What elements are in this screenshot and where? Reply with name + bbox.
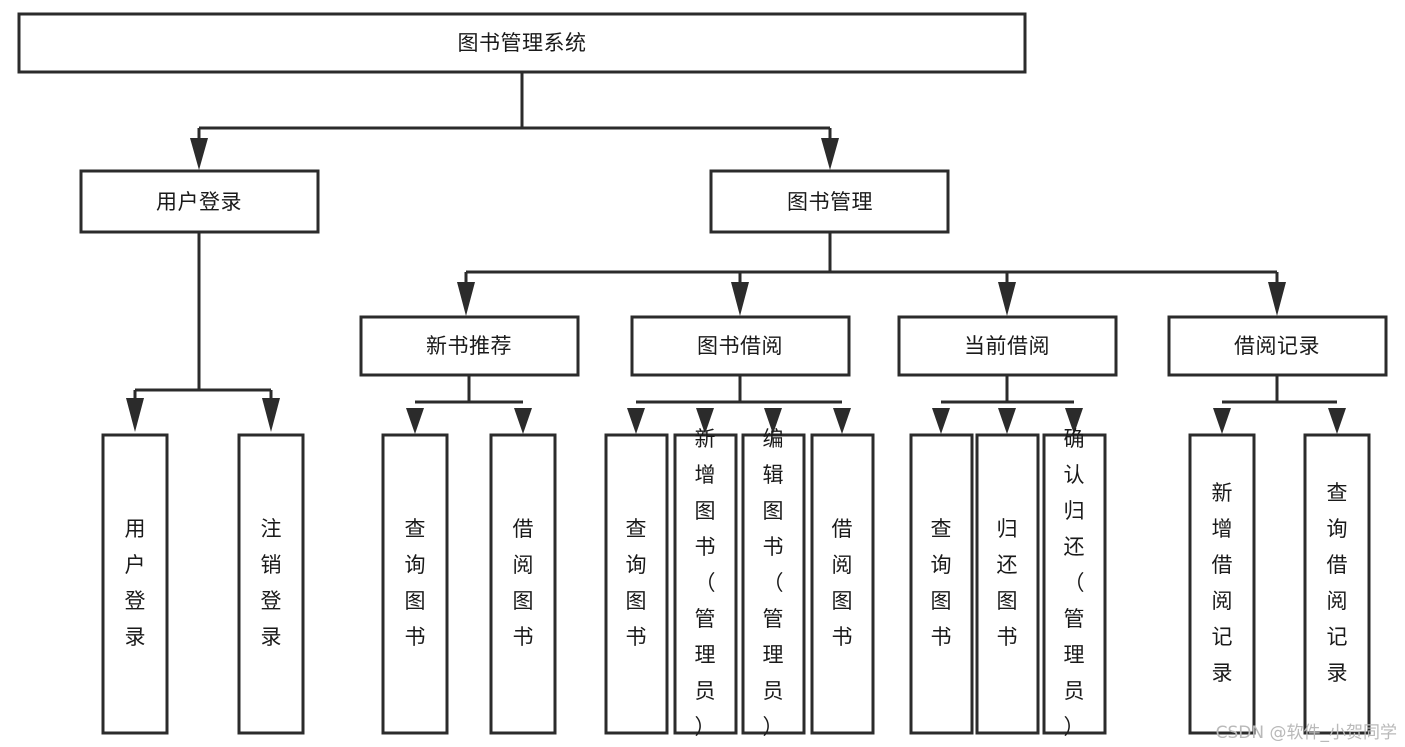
node-leaf-query-book-1-label: 查询图书 [405,517,426,649]
node-leaf-add-record[interactable]: 新增借阅记录 [1188,433,1256,735]
node-leaf-edit-book-label: 编辑图书（管理员） [763,427,784,739]
arrow-to-leaf-query-book-3 [932,408,950,434]
node-leaf-add-record-box[interactable] [1188,433,1256,735]
node-leaf-borrow-book-2-label: 借阅图书 [832,517,853,649]
arrow-to-book-management [821,138,839,170]
node-leaf-query-book-3[interactable]: 查询图书 [909,433,974,735]
node-leaf-user-login-box[interactable] [101,433,169,735]
node-new-book-recommend-label: 新书推荐 [426,334,512,358]
node-leaf-add-book-label: 新增图书（管理员） [695,427,716,739]
node-new-book-recommend[interactable]: 新书推荐 [359,315,580,377]
node-leaf-query-book-2-box[interactable] [604,433,669,735]
node-leaf-add-record-label: 新增借阅记录 [1212,481,1233,685]
arrow-to-leaf-query-book-1 [406,408,424,434]
node-root-label: 图书管理系统 [458,31,587,55]
node-borrow-record-box[interactable] [1167,315,1388,377]
node-leaf-confirm-return-box[interactable] [1042,433,1107,735]
node-leaf-query-book-3-label: 查询图书 [931,517,952,649]
node-leaf-user-logout-label: 注销登录 [261,517,282,649]
arrow-to-leaf-borrow-book-2 [833,408,851,434]
node-root-box[interactable] [17,12,1027,74]
node-leaf-query-record[interactable]: 查询借阅记录 [1303,433,1371,735]
arrow-to-current-borrow [998,282,1016,316]
node-leaf-query-record-label: 查询借阅记录 [1327,481,1348,685]
edge-group-root [190,72,839,170]
node-current-borrow[interactable]: 当前借阅 [897,315,1118,377]
node-leaf-confirm-return[interactable]: 确认归还（管理员） [1042,427,1107,739]
arrow-to-leaf-query-book-2 [627,408,645,434]
node-leaf-confirm-return-label: 确认归还（管理员） [1064,427,1085,739]
node-leaf-edit-book-box[interactable] [741,433,806,735]
arrow-to-leaf-add-book [696,408,714,434]
node-leaf-query-book-2-label: 查询图书 [626,517,647,649]
arrow-to-leaf-return-book [998,408,1016,434]
arrow-to-borrow-record [1268,282,1286,316]
node-root[interactable]: 图书管理系统 [17,12,1027,74]
node-leaf-add-book[interactable]: 新增图书（管理员） [673,427,738,739]
node-leaf-query-book-3-box[interactable] [909,433,974,735]
node-leaf-add-book-box[interactable] [673,433,738,735]
node-book-borrow-label: 图书借阅 [697,334,783,358]
node-user-login-label: 用户登录 [156,190,242,214]
node-leaf-user-login[interactable]: 用户登录 [101,433,169,735]
node-leaf-borrow-book-1[interactable]: 借阅图书 [489,433,557,735]
arrow-to-user-login [190,138,208,170]
node-leaf-edit-book[interactable]: 编辑图书（管理员） [741,427,806,739]
arrow-to-leaf-user-logout [262,398,280,432]
node-borrow-record[interactable]: 借阅记录 [1167,315,1388,377]
node-leaf-borrow-book-2[interactable]: 借阅图书 [810,433,875,735]
arrow-to-new-book-recommend [457,282,475,316]
node-book-management-box[interactable] [709,169,950,234]
arrow-to-leaf-add-record [1213,408,1231,434]
node-leaf-user-login-label: 用户登录 [125,517,146,649]
node-leaf-borrow-book-1-label: 借阅图书 [513,517,534,649]
node-leaf-borrow-book-2-box[interactable] [810,433,875,735]
node-leaf-query-book-1-box[interactable] [381,433,449,735]
edge-group-new-book-recommend [406,375,532,434]
edge-group-book-management [457,232,1286,316]
edge-group-borrow-record [1213,375,1346,434]
edge-group-current-borrow [932,375,1083,434]
arrow-to-book-borrow [731,282,749,316]
node-book-management[interactable]: 图书管理 [709,169,950,234]
node-leaf-return-book[interactable]: 归还图书 [975,433,1040,735]
node-current-borrow-label: 当前借阅 [964,334,1050,358]
node-leaf-user-logout-box[interactable] [237,433,305,735]
node-leaf-borrow-book-1-box[interactable] [489,433,557,735]
node-leaf-query-record-box[interactable] [1303,433,1371,735]
arrow-to-leaf-borrow-book-1 [514,408,532,434]
node-user-login[interactable]: 用户登录 [79,169,320,234]
node-book-borrow-box[interactable] [630,315,851,377]
node-book-management-label: 图书管理 [787,190,873,214]
arrow-to-leaf-confirm-return [1065,408,1083,434]
arrow-to-leaf-edit-book [764,408,782,434]
node-borrow-record-label: 借阅记录 [1234,334,1320,358]
edge-group-book-borrow [627,375,851,434]
node-leaf-query-book-1[interactable]: 查询图书 [381,433,449,735]
node-leaf-return-book-label: 归还图书 [997,517,1018,649]
node-book-borrow[interactable]: 图书借阅 [630,315,851,377]
edge-group-user-login [126,232,280,432]
node-leaf-user-logout[interactable]: 注销登录 [237,433,305,735]
node-leaf-return-book-box[interactable] [975,433,1040,735]
node-user-login-box[interactable] [79,169,320,234]
arrow-to-leaf-query-record [1328,408,1346,434]
arrow-to-leaf-user-login [126,398,144,432]
node-current-borrow-box[interactable] [897,315,1118,377]
node-new-book-recommend-box[interactable] [359,315,580,377]
csdn-watermark: CSDN @软件_小贺同学 [1215,723,1397,743]
node-leaf-query-book-2[interactable]: 查询图书 [604,433,669,735]
